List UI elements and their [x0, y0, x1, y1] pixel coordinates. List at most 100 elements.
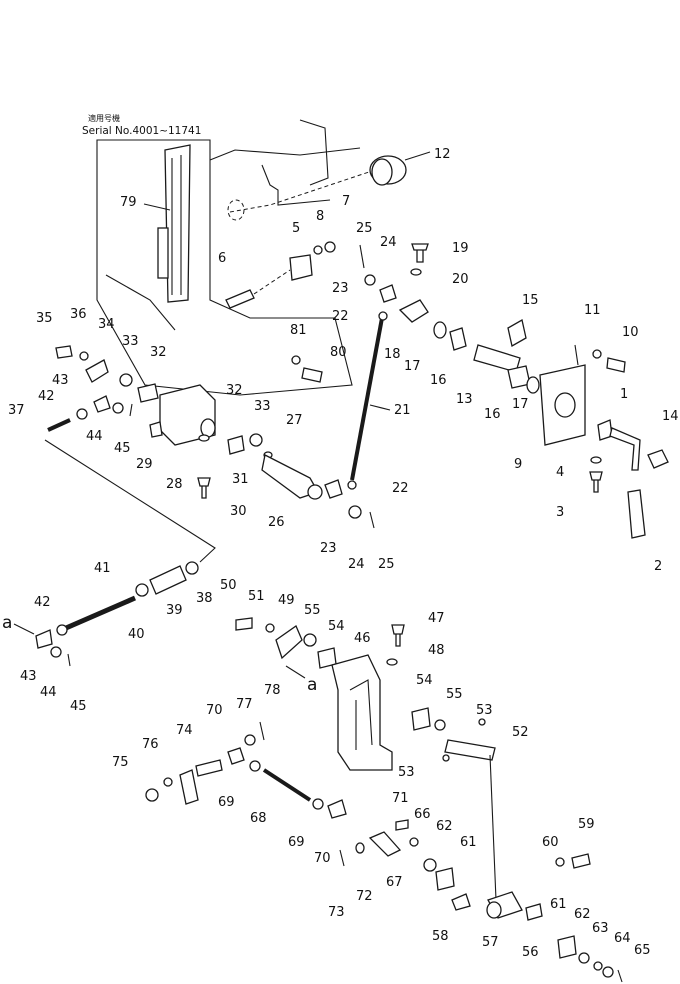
callout-23a: 23 — [332, 281, 349, 296]
callout-9: 9 — [514, 457, 522, 472]
console-outline — [261, 119, 331, 206]
callout-43a: 43 — [52, 373, 69, 388]
knob-axis-dash — [229, 169, 376, 213]
callout-48: 48 — [428, 643, 445, 658]
bushing-17a — [433, 321, 447, 339]
washer-81 — [291, 355, 301, 365]
callout-32b: 32 — [226, 383, 243, 398]
bolt-6-axis — [253, 269, 291, 295]
bolt-71 — [395, 819, 409, 831]
callout-1: 1 — [620, 387, 628, 402]
callout-25a: 25 — [356, 221, 373, 236]
callout-20: 20 — [452, 272, 469, 287]
pin-25-top — [359, 244, 365, 269]
serial-boundary-inner — [105, 274, 176, 331]
callout-76: 76 — [142, 737, 159, 752]
washer-36 — [79, 351, 89, 361]
callout-74: 74 — [176, 723, 193, 738]
bushing-54b — [411, 707, 431, 731]
washer-4 — [590, 456, 602, 464]
nut-33a — [119, 373, 133, 387]
callout-52: 52 — [512, 725, 529, 740]
reference-arrow-right — [285, 665, 306, 679]
joint-43b — [35, 629, 53, 649]
callout-80: 80 — [330, 345, 347, 360]
callout-64: 64 — [614, 931, 631, 946]
washer-72 — [355, 842, 365, 854]
bolt-3 — [589, 471, 603, 493]
callout-68: 68 — [250, 811, 267, 826]
bushing-17b — [526, 376, 540, 394]
nut-40 — [135, 583, 149, 597]
leader-79 — [143, 203, 171, 211]
callout-4: 4 — [556, 465, 564, 480]
callout-42a: 42 — [38, 389, 55, 404]
callout-75: 75 — [112, 755, 129, 770]
callout-42b: 42 — [34, 595, 51, 610]
nut-44a — [112, 402, 124, 414]
pin-78 — [259, 721, 265, 741]
callout-57: 57 — [482, 935, 499, 950]
bolt-50 — [235, 617, 253, 631]
shaft-13 — [473, 344, 521, 373]
serial-japanese: 適用号機 — [88, 113, 120, 123]
nut-62b — [578, 952, 590, 964]
callout-58: 58 — [432, 929, 449, 944]
callout-63: 63 — [592, 921, 609, 936]
callout-53a: 53 — [476, 703, 493, 718]
callout-46: 46 — [354, 631, 371, 646]
plate-9-edge — [574, 344, 579, 366]
callout-33b: 33 — [254, 399, 271, 414]
callout-47: 47 — [428, 611, 445, 626]
callout-79: 79 — [120, 195, 137, 210]
lever-bracket — [179, 769, 199, 805]
washer-60 — [555, 857, 565, 867]
bracket-79-plate — [157, 227, 169, 279]
bolt-6 — [225, 289, 255, 309]
callout-2: 2 — [654, 559, 662, 574]
callout-10: 10 — [622, 325, 639, 340]
grip-2 — [627, 489, 646, 539]
callout-61b: 61 — [550, 897, 567, 912]
nut-33b — [249, 433, 263, 447]
bushing-61b — [557, 935, 577, 959]
shaft-52-long — [489, 754, 497, 901]
bracket-79 — [164, 144, 191, 303]
callout-59: 59 — [578, 817, 595, 832]
nut-77 — [244, 734, 256, 746]
callout-62b: 62 — [574, 907, 591, 922]
ball-14 — [647, 449, 669, 469]
rod-41 — [65, 595, 136, 631]
bolt-35 — [55, 345, 73, 359]
callout-22a: 22 — [332, 309, 349, 324]
callout-16a: 16 — [430, 373, 447, 388]
callout-77: 77 — [236, 697, 253, 712]
washer-76 — [163, 777, 173, 787]
bracket-46-detail — [349, 679, 373, 750]
callout-19: 19 — [452, 241, 469, 256]
callout-35: 35 — [36, 311, 53, 326]
callout-50: 50 — [220, 578, 237, 593]
reference-arrow-left — [13, 623, 35, 635]
nut-75 — [145, 788, 159, 802]
nut-38 — [185, 561, 199, 575]
nut-42a — [76, 408, 88, 420]
washer-63 — [593, 961, 603, 971]
callout-32a: 32 — [150, 345, 167, 360]
callout-54a: 54 — [328, 619, 345, 634]
joint-56 — [525, 903, 543, 921]
bushing-32a — [137, 383, 159, 403]
joint-23-top — [379, 284, 397, 303]
callout-61a: 61 — [460, 835, 477, 850]
nut-62a — [423, 858, 437, 872]
nut-22-top — [378, 311, 388, 321]
nut-69b — [312, 798, 324, 810]
guide-line — [44, 439, 216, 563]
joint-70a — [227, 747, 245, 765]
lever-67 — [368, 831, 402, 857]
washer-31 — [198, 434, 210, 442]
callout-41: 41 — [94, 561, 111, 576]
lever-57-hub — [486, 901, 502, 919]
bushing-32b — [227, 435, 245, 455]
